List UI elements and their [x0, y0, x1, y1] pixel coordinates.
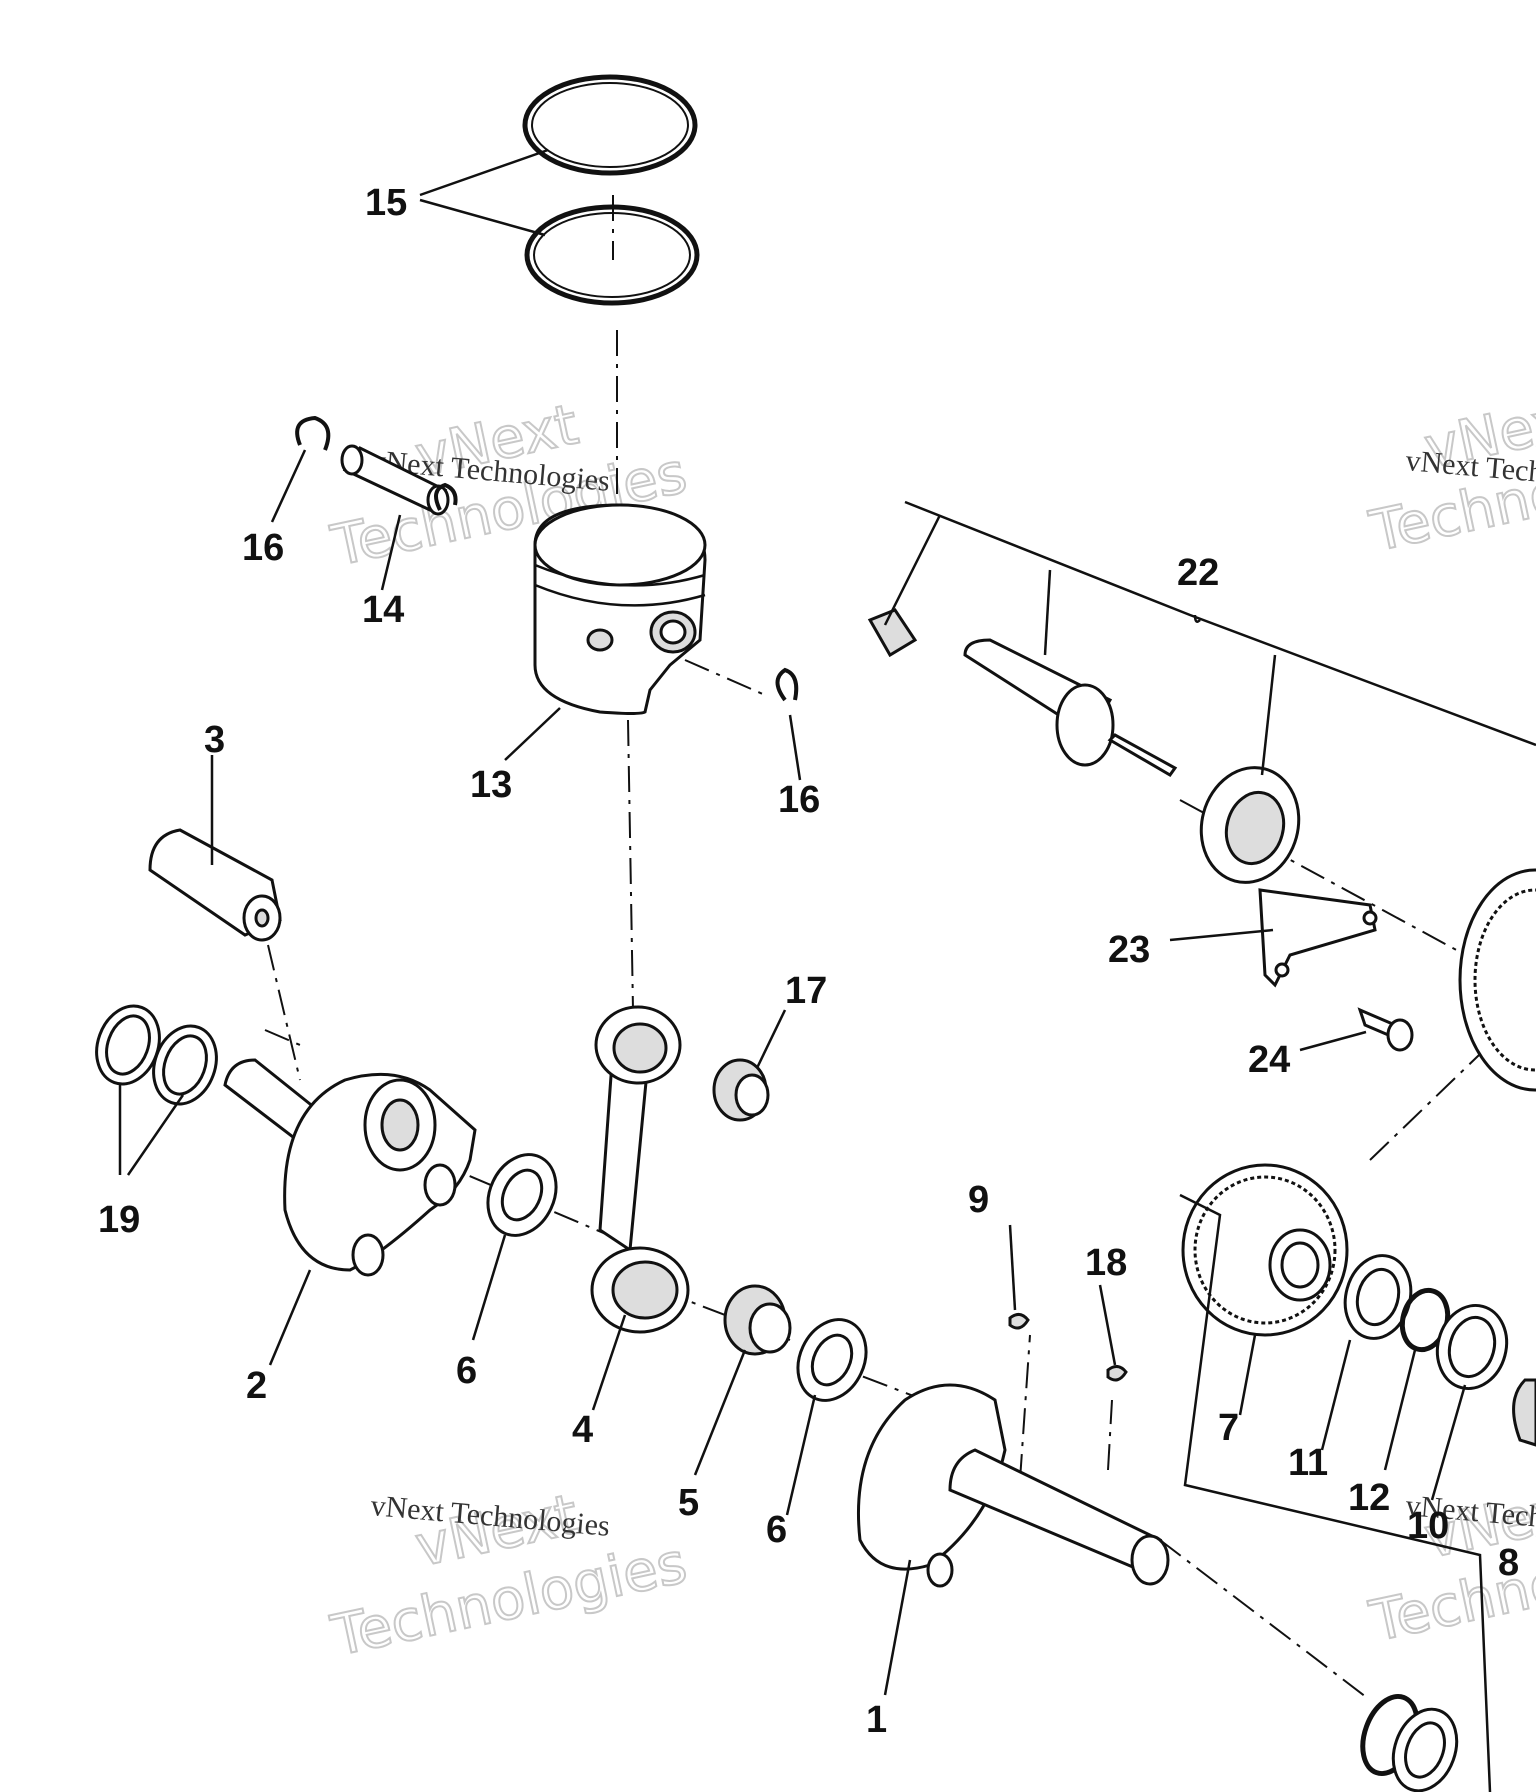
bracket: [1258, 888, 1378, 988]
callout-2: 2: [246, 1365, 267, 1407]
callout-3: 3: [204, 719, 225, 761]
shims: [95, 1004, 218, 1106]
callout-4: 4: [572, 1409, 593, 1451]
callout-22: 22: [1177, 552, 1219, 594]
callout-labels: 15 16 14 13 16 3 17 19 2 6 4 5 6 1 9 18 …: [98, 182, 1519, 1741]
callout-15: 15: [365, 182, 407, 224]
needle-bearing-small: [712, 1058, 770, 1122]
thrust-washer-right: [796, 1318, 868, 1402]
callout-12: 12: [1348, 1477, 1390, 1519]
callout-5: 5: [678, 1482, 699, 1524]
drive-gear: [1181, 1163, 1349, 1337]
callout-17: 17: [785, 970, 827, 1012]
bolt: [1357, 1007, 1414, 1052]
spacer-washer: [1343, 1254, 1413, 1340]
callout-14: 14: [362, 589, 404, 631]
callout-1: 1: [866, 1699, 887, 1741]
callout-13: 13: [470, 764, 512, 806]
callout-leaders: [118, 148, 1467, 1696]
crank-pin: [148, 828, 282, 942]
assembly-brackets: [883, 500, 1536, 1792]
callout-6-right: 6: [766, 1509, 787, 1551]
woodruff-keys: [1008, 1313, 1128, 1382]
callout-7: 7: [1218, 1407, 1239, 1449]
bearing-right: [1512, 1378, 1536, 1447]
connecting-rod: [590, 1005, 690, 1334]
piston-rings: [522, 74, 700, 306]
callout-19: 19: [98, 1199, 140, 1241]
callout-10: 10: [1407, 1505, 1449, 1547]
callout-11: 11: [1288, 1442, 1328, 1484]
thrust-washer-left: [486, 1153, 558, 1237]
needle-bearing-big: [723, 1284, 792, 1356]
callout-8: 8: [1498, 1542, 1519, 1584]
seal: [1435, 1303, 1509, 1391]
crankshaft-right: [856, 1383, 1170, 1588]
callout-6-left: 6: [456, 1350, 477, 1392]
crankshaft-left: [223, 1058, 477, 1277]
callout-16-right: 16: [778, 779, 820, 821]
pump-assembly: [867, 608, 1301, 884]
callout-23: 23: [1108, 929, 1150, 971]
bottom-seal-ring: [1360, 1693, 1459, 1792]
circlips: [295, 415, 799, 702]
callout-9: 9: [968, 1179, 989, 1221]
callout-18: 18: [1085, 1242, 1127, 1284]
watermark-group-bottom: vNext Technologies: [325, 1481, 693, 1670]
callout-16-left: 16: [242, 527, 284, 569]
piston: [533, 503, 707, 715]
large-gear-right: [1458, 868, 1536, 1092]
callout-24: 24: [1248, 1039, 1290, 1081]
